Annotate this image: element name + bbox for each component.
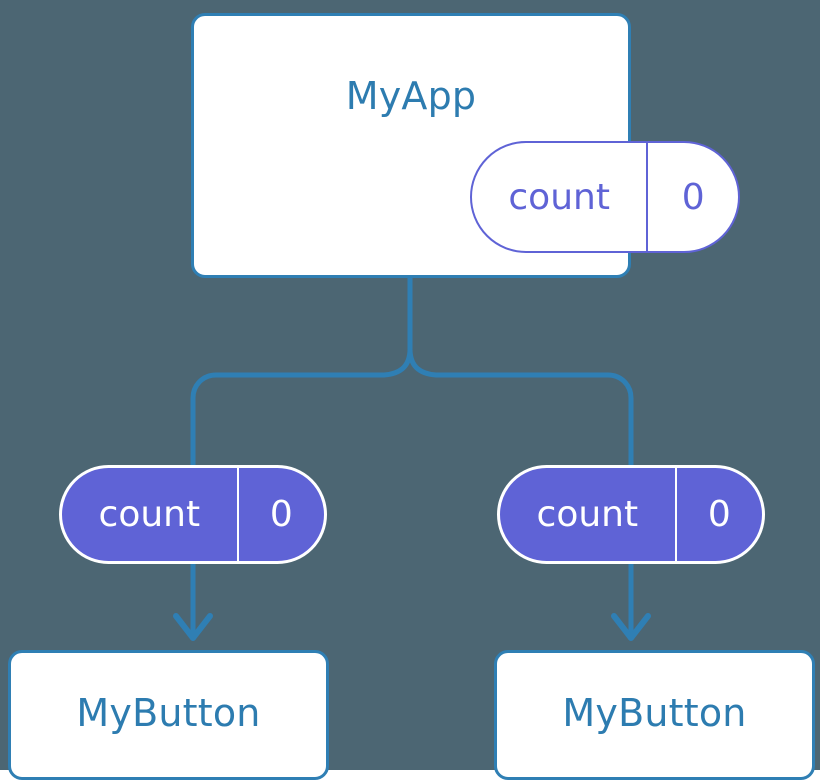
state-pill-key: count — [508, 176, 610, 218]
props-pill-left-count[interactable]: count 0 — [59, 465, 327, 564]
props-pill-value: 0 — [236, 468, 324, 561]
component-box-mybutton-right[interactable]: MyButton — [494, 650, 815, 780]
props-pill-right-count[interactable]: count 0 — [497, 465, 765, 564]
component-label-mybutton: MyButton — [76, 691, 261, 735]
props-pill-value: 0 — [674, 468, 762, 561]
arrow-head-right-icon — [611, 613, 651, 641]
arrow-head-left-icon — [173, 613, 213, 641]
props-pill-key: count — [98, 494, 201, 535]
edge-fork-right — [407, 348, 634, 466]
edge-fork-left — [190, 348, 413, 466]
component-box-mybutton-left[interactable]: MyButton — [8, 650, 329, 780]
state-pill-myapp-count[interactable]: count 0 — [470, 141, 740, 253]
state-pill-value: 0 — [646, 143, 738, 251]
component-label-myapp: MyApp — [345, 74, 477, 118]
component-label-mybutton: MyButton — [562, 691, 747, 735]
component-box-myapp[interactable]: MyApp count 0 — [191, 13, 740, 278]
props-pill-key: count — [536, 494, 639, 535]
